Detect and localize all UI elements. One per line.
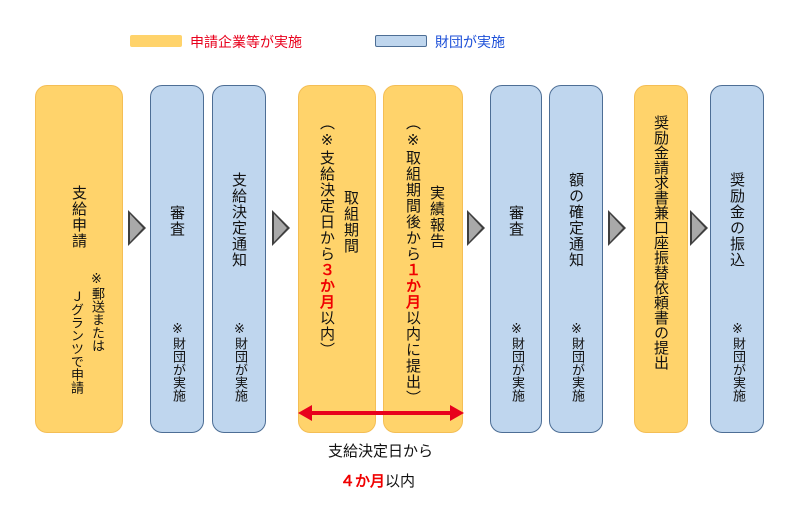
step-review-box — [150, 85, 204, 433]
step-amount-notice-box — [549, 85, 603, 433]
step-amount-notice-title: 額の確定通知 — [567, 172, 585, 268]
step-review-title: 審査 — [168, 205, 186, 237]
step-effort-period-sub-b: 以内） — [318, 310, 336, 358]
step-report-box — [383, 85, 463, 433]
period-after: 以内 — [385, 472, 416, 490]
step-review2-box — [490, 85, 542, 433]
step-report-title: 実績報告 — [428, 185, 446, 249]
flow-arrow-4 — [608, 210, 626, 246]
step-report-sub-a: （※取組期間後から — [404, 115, 422, 262]
step-application-note-b: Ｊグランツで申請 — [68, 290, 83, 394]
legend-label-applicant: 申請企業等が実施 — [190, 35, 302, 51]
period-line2: ４か月以内 — [340, 470, 415, 491]
flow-arrow-2 — [272, 210, 290, 246]
legend-swatch-foundation — [375, 35, 427, 47]
step-decision-notice-box — [212, 85, 266, 433]
step-amount-notice-note: ※財団が実施 — [569, 322, 584, 402]
step-review-note: ※財団が実施 — [170, 322, 185, 402]
period-months: ４か月 — [340, 472, 386, 490]
step-application-note-a: ※郵送または — [89, 272, 104, 352]
step-transfer-note: ※財団が実施 — [730, 322, 745, 402]
flow-arrow-1 — [128, 210, 146, 246]
legend-swatch-applicant — [130, 35, 182, 47]
flow-arrow-3 — [467, 210, 485, 246]
step-claim-title: 奨励金請求書兼口座振替依頼書の提出 — [652, 115, 670, 370]
step-report-sub-b: 以内に提出） — [404, 310, 422, 406]
step-effort-period-box — [298, 85, 376, 433]
flow-arrow-5 — [690, 210, 708, 246]
step-transfer-title: 奨励金の振込 — [728, 172, 746, 268]
step-application-box — [35, 85, 123, 433]
step-review2-note: ※財団が実施 — [509, 322, 524, 402]
step-effort-period-sub-a: （※支給決定日から — [318, 115, 336, 262]
step-report-sub: （※取組期間後から１か月以内に提出） — [404, 115, 422, 406]
step-effort-period-title: 取組期間 — [342, 190, 360, 254]
step-review2-title: 審査 — [507, 205, 525, 237]
step-claim-box — [634, 85, 688, 433]
step-application-title: 支給申請 — [70, 185, 88, 249]
step-transfer-box — [710, 85, 764, 433]
step-effort-period-months: ３か月 — [318, 262, 336, 310]
step-decision-notice-title: 支給決定通知 — [230, 172, 248, 268]
period-line1: 支給決定日から — [328, 442, 434, 460]
step-decision-notice-note: ※財団が実施 — [232, 322, 247, 402]
step-effort-period-sub: （※支給決定日から３か月以内） — [318, 115, 336, 358]
legend-label-foundation: 財団が実施 — [435, 35, 505, 51]
step-report-months: １か月 — [404, 262, 422, 310]
